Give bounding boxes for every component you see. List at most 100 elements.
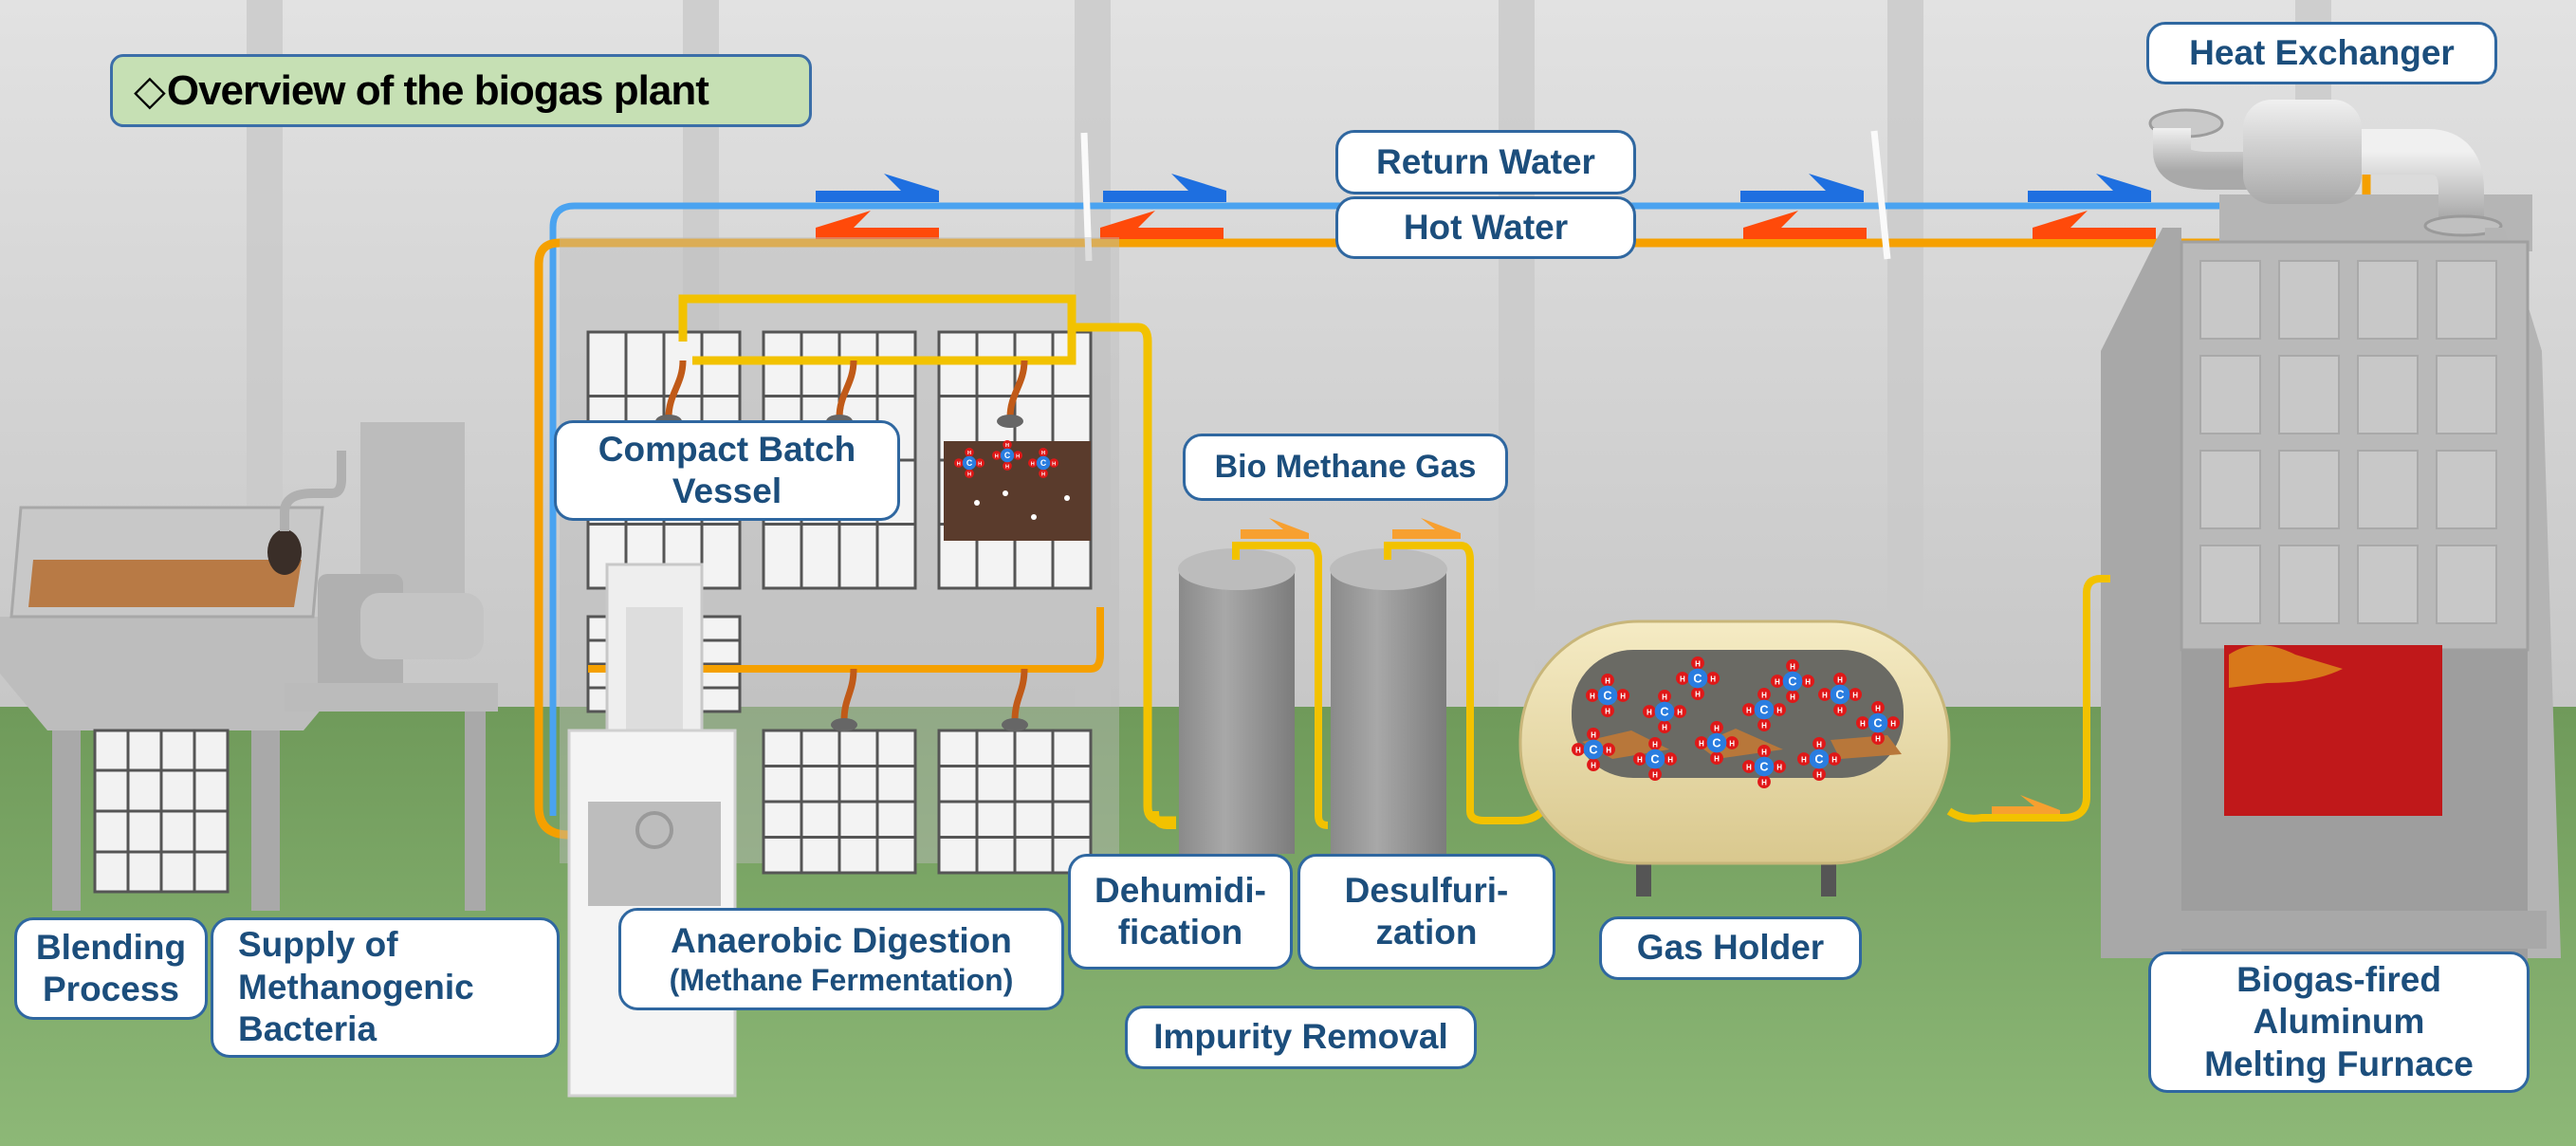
forklift [567,563,737,1098]
hydrogen-atom [1742,760,1756,773]
hydrogen-atom [1757,775,1771,788]
hydrogen-atom [1742,703,1756,716]
hydrogen-symbol: H [1860,719,1866,728]
flow-arrow-right-icon [2028,174,2151,202]
carbon-atom [1687,668,1708,689]
hydrogen-atom [965,448,974,457]
hydrogen-atom [1616,689,1629,702]
hydrogen-symbol: H [1637,755,1643,764]
carbon-atom [1782,671,1803,692]
hydrogen-atom [1849,688,1862,701]
hydrogen-atom [1028,458,1038,468]
heat-exchanger [2148,100,2532,251]
hydrogen-symbol: H [957,461,961,467]
hydrogen-symbol: H [1875,735,1881,744]
label-text: Biogas-fired [2236,959,2441,999]
hydrogen-atom [1786,659,1799,673]
furnace-door-panel [2278,355,2340,434]
flow-arrow-left-icon [1100,211,1224,239]
carbon-atom [1830,684,1850,705]
hydrogen-atom [1828,752,1841,766]
hydrogen-symbol: H [1605,676,1610,685]
label-hot-water: Hot Water [1335,196,1636,259]
hydrogen-symbol: H [1875,704,1881,712]
hose [1011,668,1028,722]
label-text: Impurity Removal [1153,1017,1448,1057]
carbon-atom [1645,749,1665,769]
carbon-symbol: C [1589,744,1597,757]
hydrogen-symbol: H [1699,739,1704,748]
ibc-tote [937,729,1093,875]
furnace-door-panel [2357,355,2419,434]
hydrogen-symbol: H [1837,707,1843,715]
furnace-door-grid [2199,260,2497,624]
hydrogen-atom [1786,690,1799,703]
carbon-atom [1809,749,1830,769]
flow-arrows [816,174,2156,816]
hydrogen-atom [1757,688,1771,701]
label-desulfurization: Desulfuri- zation [1297,854,1555,970]
hydrogen-symbol: H [1591,762,1596,770]
hydrogen-symbol: H [1652,740,1658,749]
hydrogen-symbol: H [1695,659,1701,668]
label-return-water: Return Water [1335,130,1636,194]
label-text: Heat Exchanger [2189,32,2455,72]
label-text: Vessel [672,471,782,510]
carbon-atom [1868,712,1888,733]
hydrogen-atom [1773,703,1786,716]
hydrogen-atom [1812,767,1826,781]
flow-arrow-left-icon [2033,211,2156,239]
hydrogen-atom [1587,758,1600,771]
hydrogen-atom [1725,736,1739,749]
label-text: Melting Furnace [2204,1044,2474,1083]
carbon-atom [1000,448,1015,463]
label-text: Hot Water [1403,207,1569,247]
label-text: fication [1117,913,1243,952]
carbon-atom [962,455,977,471]
hydrogen-symbol: H [1831,755,1837,764]
hydrogen-symbol: H [1005,465,1009,471]
hydrogen-atom [1833,703,1847,716]
bubble [974,500,980,506]
hydrogen-atom [1633,752,1647,766]
carbon-atom [1754,699,1775,720]
furnace-door-panel [2278,260,2340,340]
furnace-door-panel [2357,450,2419,529]
melting-furnace [2101,228,2561,963]
furnace-door-panel [2199,260,2261,340]
carbon-symbol: C [1004,451,1011,460]
hydrogen-atom [1757,745,1771,758]
page-title-text: Overview of the biogas plant [166,66,709,114]
carbon-symbol: C [1759,761,1768,774]
hose-fitting [1002,718,1028,731]
hydrogen-atom [965,469,974,479]
label-text: Compact Batch [598,429,856,469]
hydrogen-atom [1886,716,1900,730]
hydrogen-atom [1856,716,1869,730]
return-water-pipe [549,202,2267,816]
carbon-symbol: C [1603,690,1611,703]
hydrogen-symbol: H [1761,779,1767,787]
hydrogen-symbol: H [1605,708,1610,716]
hydrogen-atom [954,458,964,468]
furnace-door-panel [2357,545,2419,624]
hydrogen-symbol: H [1729,739,1735,748]
hydrogen-atom [1003,461,1012,471]
carbon-symbol: C [1040,458,1047,468]
carbon-atom [1597,685,1618,706]
hydrogen-atom [1643,705,1656,718]
label-text: Process [43,970,179,1008]
hydrogen-atom [1658,690,1671,703]
hydrogen-atom [1812,737,1826,750]
label-blending-process: Blending Process [14,917,208,1020]
carbon-atom [1706,732,1727,753]
label-text: Anaerobic Digestion [671,920,1012,960]
hydrogen-symbol: H [1746,763,1752,771]
blending-mixer [0,422,498,911]
